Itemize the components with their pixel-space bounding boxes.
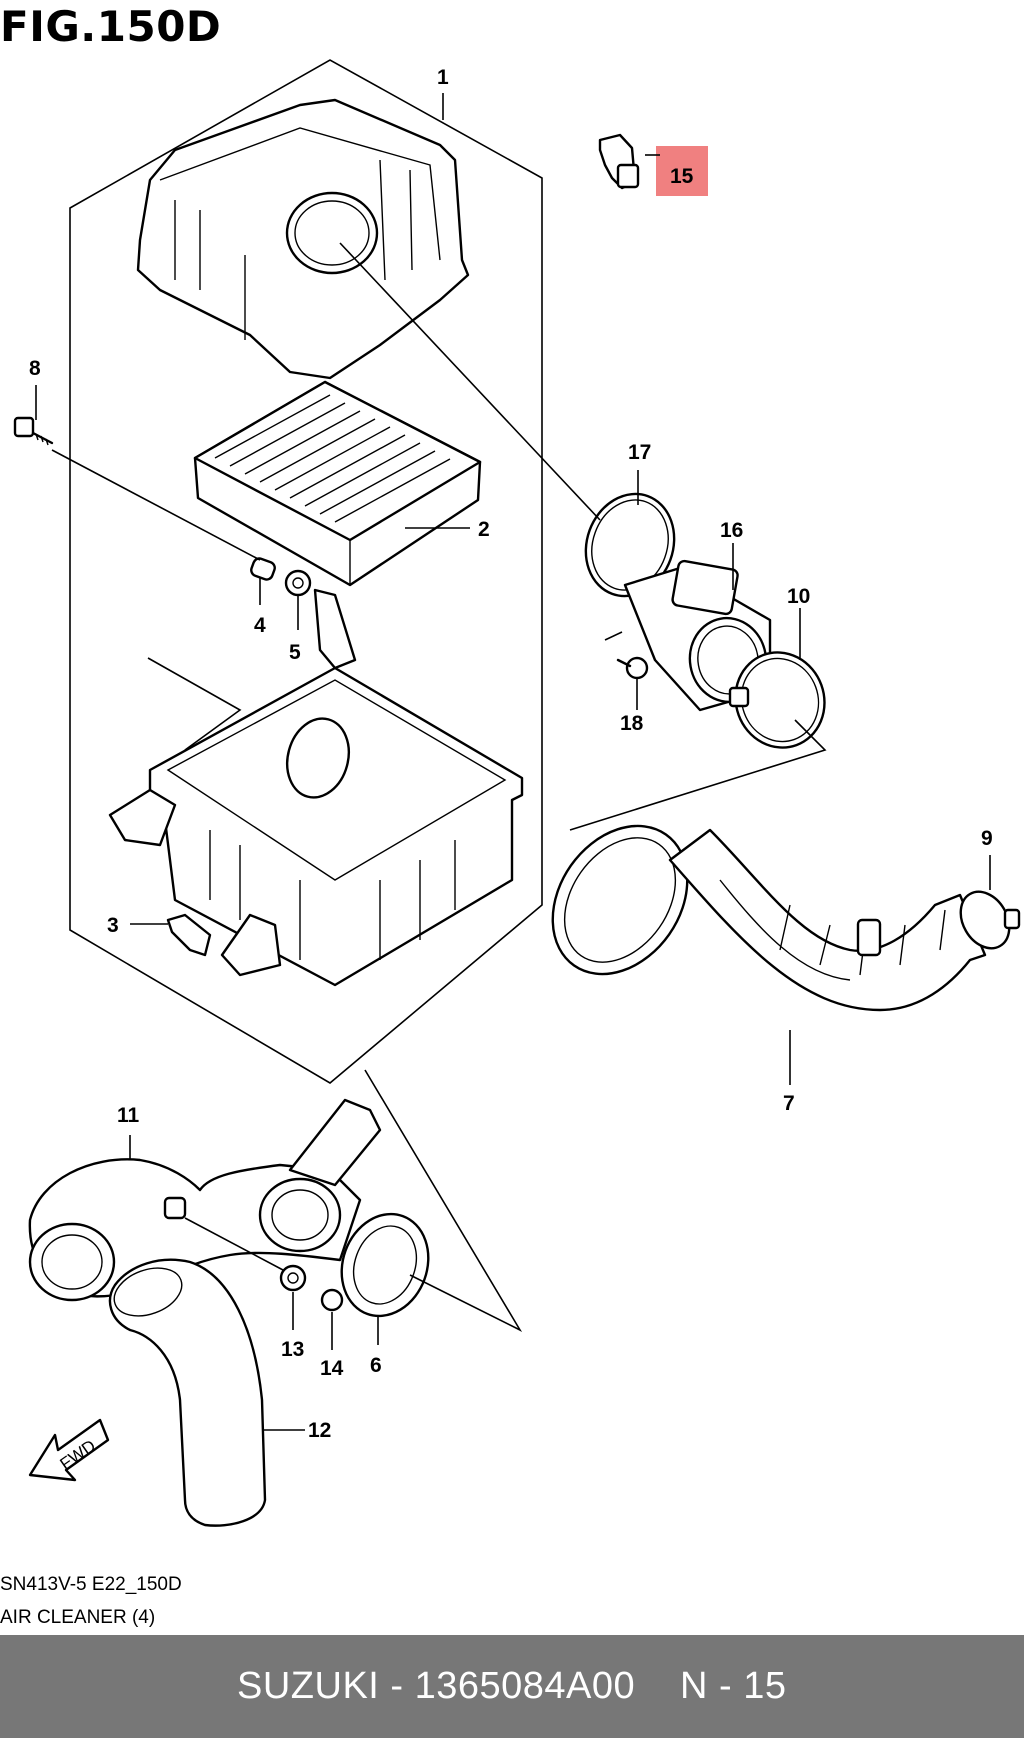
- part-10-hose-clamp[interactable]: [722, 640, 838, 760]
- callout-2: 2: [478, 518, 490, 541]
- part-9-clamp[interactable]: [951, 883, 1021, 957]
- callout-13: 13: [281, 1338, 304, 1361]
- footer-bar: SUZUKI - 1365084A00 N - 15: [0, 1635, 1024, 1738]
- callout-3: 3: [107, 914, 119, 937]
- caption-code: SN413V-5 E22_150D: [0, 1574, 182, 1595]
- part-3-clamp[interactable]: [166, 913, 212, 957]
- callout-8: 8: [29, 357, 41, 380]
- callout-11: 11: [117, 1104, 140, 1127]
- part-13-grommet[interactable]: [279, 1264, 307, 1292]
- callout-16: 16: [720, 519, 743, 542]
- callout-9: 9: [981, 827, 993, 850]
- footer-reference: N - 15: [680, 1665, 787, 1707]
- callout-18: 18: [620, 712, 644, 735]
- leader-lines: [35, 93, 991, 1431]
- highlight-box-15: [656, 146, 708, 196]
- part-17-o-ring[interactable]: [572, 481, 688, 608]
- part-2-filter-element[interactable]: [193, 380, 482, 587]
- part-7-intake-hose[interactable]: [525, 800, 987, 1012]
- part-1-cleaner-cover[interactable]: [136, 98, 470, 380]
- callout-17: 17: [628, 441, 651, 464]
- callout-10: 10: [787, 585, 810, 608]
- assembly-frame: [69, 59, 543, 1084]
- caption-name: AIR CLEANER (4): [0, 1607, 156, 1628]
- fwd-arrow: FWD: [28, 1418, 110, 1482]
- callout-6: 6: [370, 1354, 382, 1377]
- callout-15: 15: [670, 165, 694, 188]
- part-11-resonator[interactable]: [28, 1098, 382, 1302]
- part-8-bolt[interactable]: [13, 416, 54, 446]
- callout-1: 1: [437, 66, 449, 89]
- figure-caption: SN413V-5 E22_150D AIR CLEANER (4): [0, 1568, 182, 1634]
- figure-title: FIG.150D: [0, 2, 222, 51]
- callout-labels: 1 2 3 4 5 6 7 8 9 10 11 12 13 14 15 16 1…: [29, 66, 993, 1442]
- callout-7: 7: [783, 1092, 795, 1115]
- air-cleaner-case: [108, 588, 524, 987]
- part-6-seal[interactable]: [328, 1202, 443, 1328]
- callout-4: 4: [254, 614, 266, 637]
- part-18-bolt[interactable]: [616, 656, 649, 680]
- footer-part-number: SUZUKI - 1365084A00: [237, 1665, 636, 1707]
- parts-diagram: FWD 1 2 3 4 5 6 7 8: [13, 59, 1021, 1527]
- callout-14: 14: [320, 1357, 344, 1380]
- callout-12: 12: [308, 1419, 331, 1442]
- part-12-inlet-duct[interactable]: [108, 1258, 267, 1527]
- callout-5: 5: [289, 641, 301, 664]
- part-14-nut[interactable]: [320, 1288, 344, 1312]
- part-4-grommet[interactable]: [250, 557, 277, 581]
- part-15-fitting[interactable]: [598, 133, 640, 190]
- part-5-bushing[interactable]: [284, 569, 312, 597]
